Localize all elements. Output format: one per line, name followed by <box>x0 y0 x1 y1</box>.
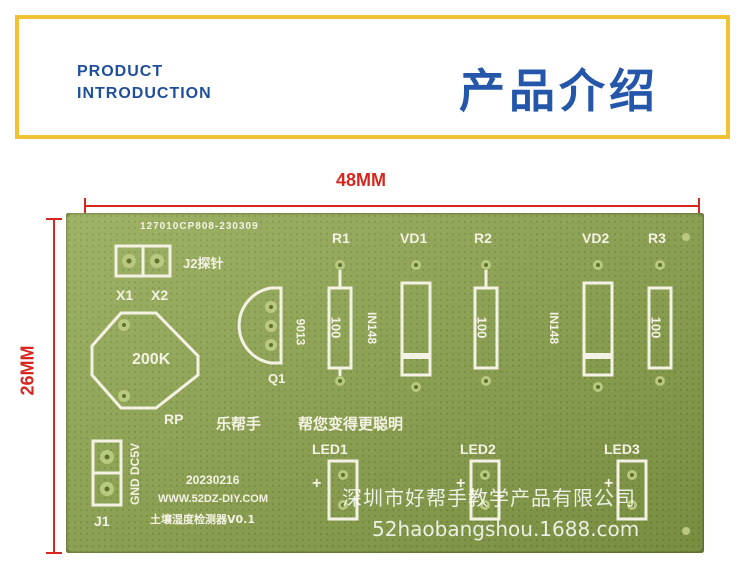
r3-label: R3 <box>648 230 666 246</box>
date-label: 20230216 <box>186 473 240 487</box>
power-label: GND DC5V <box>128 442 143 506</box>
q1-part-label: 9013 <box>293 318 308 346</box>
pot-value-label: 200K <box>132 351 171 368</box>
height-dimension-label: 26MM <box>17 345 38 396</box>
vd1-footprint <box>400 281 432 377</box>
led1-label: LED1 <box>312 441 348 457</box>
pcb-board: 127010CP808-230309 J2探针 X1 X2 200K RP Q1… <box>64 211 706 555</box>
res1-value: 100 <box>328 316 344 339</box>
slogan-text: 帮您变得更聪明 <box>298 415 404 433</box>
board-code: 127010CP808-230309 <box>140 221 259 232</box>
x1-label: X1 <box>116 287 134 303</box>
r1-label: R1 <box>332 230 350 246</box>
q1-label: Q1 <box>268 371 286 386</box>
vd1-label: VD1 <box>400 230 428 246</box>
banner-cn-title: 产品介绍 <box>459 64 659 118</box>
width-dimension-label: 48MM <box>336 170 387 190</box>
pcb-board-graphic <box>64 211 706 555</box>
r2-label: R2 <box>474 230 492 246</box>
diode2-label: IN148 <box>547 311 562 345</box>
width-dimension-line <box>84 198 700 214</box>
vd2-footprint <box>582 281 614 377</box>
led2-footprint <box>469 459 501 521</box>
vd2-label: VD2 <box>582 230 610 246</box>
j2-label: J2探针 <box>183 256 224 271</box>
led2-label: LED2 <box>460 441 496 457</box>
r3-footprint <box>647 286 673 370</box>
res2-value: 100 <box>474 316 490 339</box>
url-label: WWW.52DZ-DIY.COM <box>158 493 268 505</box>
led1-plus: + <box>312 475 322 492</box>
led1-footprint <box>327 459 359 521</box>
product-label: 土壤湿度检测器V0.1 <box>150 513 255 526</box>
res3-value: 100 <box>648 316 664 339</box>
x2-label: X2 <box>151 287 169 303</box>
led3-footprint <box>616 459 648 521</box>
led3-label: LED3 <box>604 441 640 457</box>
j1-label: J1 <box>94 513 110 529</box>
banner-en-line2: INTRODUCTION <box>77 85 212 102</box>
q1-footprint <box>237 286 283 365</box>
slogan-brand: 乐帮手 <box>216 415 262 433</box>
led2-plus: + <box>456 475 466 492</box>
rp-footprint <box>90 311 200 410</box>
led3-plus: + <box>604 475 614 492</box>
intro-banner: PRODUCT INTRODUCTION 产品介绍 <box>15 15 730 139</box>
watermark-company: 深圳市好帮手教学产品有限公司 <box>342 486 636 510</box>
banner-en-line1: PRODUCT <box>77 63 164 80</box>
rp-label: RP <box>164 411 184 427</box>
watermark-url: 52haobangshou.1688.com <box>372 517 640 541</box>
height-dimension-line <box>46 218 62 554</box>
diode1-label: IN148 <box>365 311 380 345</box>
